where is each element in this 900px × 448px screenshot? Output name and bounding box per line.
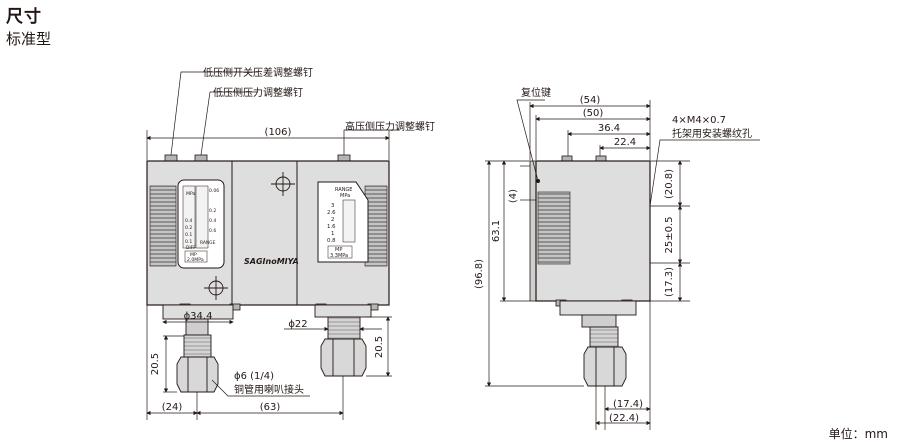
callout-flare-size: ϕ6 (1/4) bbox=[234, 371, 274, 382]
left-scale-window: MPa 0.06 0.2 0.4 0.6 0.4 0.2 0.1 0.1 RAN… bbox=[177, 179, 225, 269]
callout-mount-spec: 4×M4×0.7 bbox=[672, 115, 726, 126]
left-tick-r1: 0.2 bbox=[209, 208, 216, 214]
left-tick-l0: 0.4 bbox=[185, 218, 192, 224]
dim-50: (50) bbox=[583, 108, 604, 119]
brand-logo: SAGInoMIYA bbox=[244, 257, 299, 266]
dim-63-1: 63.1 bbox=[491, 220, 502, 242]
dim-17-4: (17.4) bbox=[613, 399, 643, 410]
right-tick-0: 3 bbox=[331, 203, 334, 209]
dim-phi-34-4: ϕ34.4 bbox=[184, 311, 213, 322]
callout-mount-desc: 托架用安装螺纹孔 bbox=[672, 127, 752, 140]
dim-24: (24) bbox=[162, 402, 183, 413]
left-mp-value: 2.0MPa bbox=[187, 257, 204, 263]
dim-54: (54) bbox=[580, 95, 601, 106]
right-scale-unit: MPa bbox=[340, 193, 350, 199]
right-mp-label: MP bbox=[335, 247, 342, 253]
dim-20-5-right: 20.5 bbox=[374, 336, 385, 358]
callout-flare-desc: 铜管用喇叭接头 bbox=[234, 383, 304, 396]
right-connector bbox=[314, 304, 372, 377]
left-diff-label: DIFF bbox=[186, 245, 196, 251]
dim-96-8: (96.8) bbox=[474, 259, 485, 289]
page-title: 尺寸 bbox=[6, 7, 42, 27]
dim-22-4-top: 22.4 bbox=[614, 137, 636, 148]
callout-low-diff-screw: 低压侧开关压差调整螺钉 bbox=[203, 66, 313, 79]
right-tick-4: 1 bbox=[331, 231, 334, 237]
dim-63: (63) bbox=[260, 402, 281, 413]
left-tick-r0: 0.06 bbox=[209, 188, 219, 194]
dim-20-5-left: 20.5 bbox=[150, 353, 161, 375]
dim-36-4: 36.4 bbox=[598, 123, 620, 134]
side-ribs bbox=[537, 191, 571, 265]
left-tick-l3: 0.1 bbox=[185, 239, 192, 245]
left-tick-r2: 0.4 bbox=[209, 218, 216, 224]
adjust-screw-icon bbox=[204, 172, 295, 300]
dim-phi-22: ϕ22 bbox=[288, 319, 307, 330]
front-view: MPa 0.06 0.2 0.4 0.6 0.4 0.2 0.1 0.1 RAN… bbox=[146, 66, 435, 420]
left-tick-r3: 0.6 bbox=[209, 228, 216, 234]
callout-reset-key: 复位键 bbox=[521, 86, 551, 99]
dim-25: 25±0.5 bbox=[664, 216, 675, 253]
left-tick-l2: 0.1 bbox=[185, 232, 192, 238]
dim-4: (4) bbox=[508, 189, 519, 203]
right-tick-1: 2.6 bbox=[327, 210, 336, 216]
dim-17-3: (17.3) bbox=[664, 267, 675, 297]
left-connector bbox=[162, 304, 234, 393]
page-subtitle: 标准型 bbox=[6, 30, 52, 48]
left-ribs bbox=[149, 185, 177, 267]
callout-high-pressure-screw: 高压侧压力调整螺钉 bbox=[345, 120, 435, 133]
side-view: 复位键 (54) (50) 36.4 22.4 (4) (96.8) 63.1 … bbox=[474, 86, 760, 430]
dim-20-8: (20.8) bbox=[664, 169, 675, 199]
dim-width-106: (106) bbox=[265, 127, 292, 138]
right-tick-5: 0.8 bbox=[327, 238, 336, 244]
right-tick-2: 2 bbox=[331, 217, 334, 223]
callout-low-pressure-screw: 低压侧压力调整螺钉 bbox=[213, 86, 303, 99]
right-tick-3: 1.6 bbox=[327, 224, 336, 230]
unit-label: 单位：mm bbox=[828, 427, 888, 441]
left-tick-l1: 0.2 bbox=[185, 225, 192, 231]
right-mp-value: 3.3MPa bbox=[330, 253, 348, 259]
left-range-label: RANGE bbox=[200, 240, 216, 246]
dim-22-4-bottom: (22.4) bbox=[609, 413, 639, 424]
right-scale-window: RANGE MPa 3 2.6 2 1.6 1 0.8 MP 3.3MPa bbox=[317, 181, 369, 263]
left-mp-label: MP bbox=[190, 252, 197, 258]
right-range-label: RANGE bbox=[335, 187, 352, 193]
left-scale-unit: MPa bbox=[186, 191, 196, 197]
